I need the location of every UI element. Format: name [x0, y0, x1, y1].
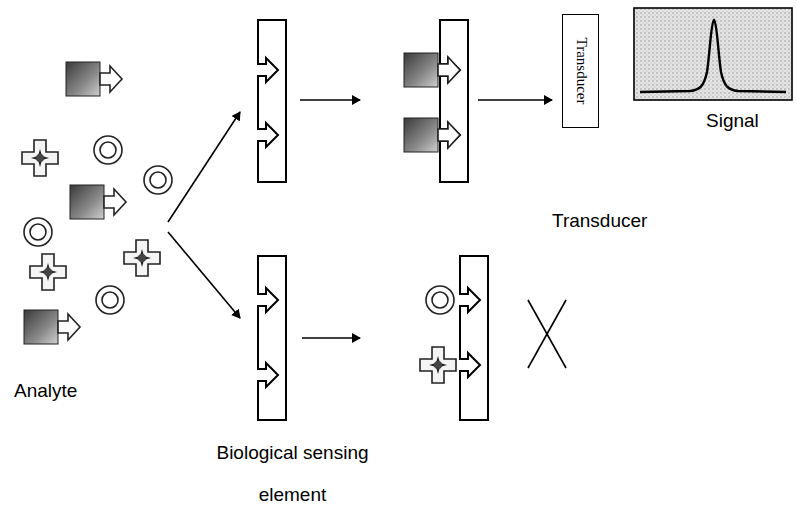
signal-label: Signal [706, 110, 759, 132]
transducer-label: Transducer [552, 210, 647, 232]
sensing-element-label: Biological sensing element [190, 432, 395, 513]
transducer-box: Transducer [562, 14, 599, 128]
analyte-label: Analyte [14, 380, 77, 402]
node-text: Transducer [572, 38, 589, 105]
